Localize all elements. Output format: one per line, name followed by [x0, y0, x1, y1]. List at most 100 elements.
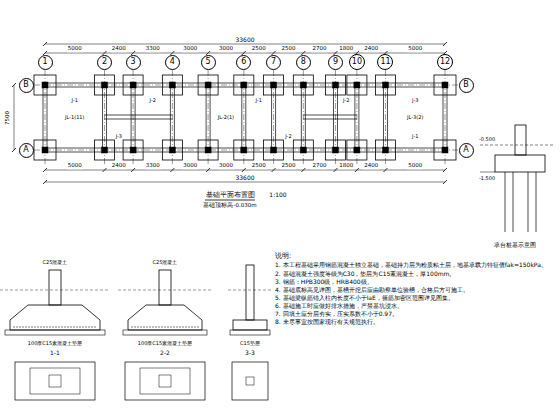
dimension-text: 2500	[280, 163, 296, 169]
axis-number: 3	[131, 58, 136, 66]
ground-line	[228, 290, 272, 291]
footing-pad	[264, 75, 284, 95]
axis-bubble: 8	[296, 55, 311, 70]
column	[49, 270, 61, 305]
footing-plan	[15, 362, 95, 400]
axis-number: 6	[241, 58, 246, 66]
footing-pad	[198, 75, 218, 95]
column	[246, 265, 254, 320]
column	[169, 82, 175, 88]
dimension-text: 2500	[280, 46, 296, 52]
dimension-text: 3000	[218, 163, 234, 169]
member-tag: JL-3(2)	[406, 115, 424, 120]
rebar	[13, 327, 97, 328]
cushion-layer	[5, 330, 105, 335]
dim-tick	[12, 148, 16, 152]
title-underline	[205, 200, 255, 201]
dimension-line	[45, 44, 445, 45]
foundation-beam	[105, 115, 173, 116]
column	[300, 82, 306, 88]
foundation-beam	[105, 119, 173, 120]
note-line: 5. 基础梁纵筋锚入柱内长度不小于laE，箍筋加密区范围详见图集。	[275, 294, 553, 302]
section-note: C25混凝土	[42, 260, 69, 265]
dimension-line	[45, 182, 445, 183]
axis-bubble: A	[459, 143, 474, 158]
axis-bubble: 10	[349, 54, 365, 70]
footing-pad	[198, 140, 218, 160]
axis-number: 2	[102, 58, 107, 66]
footing-pad	[375, 75, 395, 95]
note-line: 7. 回填土应分层夯实，压实系数不小于0.97。	[275, 310, 553, 318]
note-line: 1. 本工程基础采用钢筋混凝土独立基础，基础持力层为粉质粘土层，地基承载力特征值…	[275, 261, 553, 269]
column	[205, 147, 211, 153]
dimension-line	[45, 170, 445, 171]
column	[300, 147, 306, 153]
section-note: 3-3	[244, 350, 256, 356]
drawing-title: 基础顶标高-0.030m	[202, 203, 257, 209]
note-line: 2. 基础混凝土强度等级为C30，垫层为C15素混凝土，厚100mm。	[275, 270, 553, 278]
dimension-text: 2700	[311, 46, 327, 52]
column	[271, 147, 277, 153]
member-tag: J-1	[255, 98, 263, 103]
column	[205, 82, 211, 88]
footing-pad	[434, 140, 456, 160]
column	[241, 82, 247, 88]
footing-pad	[234, 75, 254, 95]
dimension-text: 33600	[234, 37, 255, 43]
footing-pad	[34, 75, 56, 95]
footing-section	[10, 305, 100, 330]
axis-bubble: 3	[126, 55, 141, 70]
dim-tick	[443, 180, 447, 184]
dimension-text: 2500	[251, 163, 267, 169]
member-tag: J-3	[411, 98, 419, 103]
axis-number: 7	[271, 58, 276, 66]
elevation-text: -1.500	[478, 176, 496, 181]
column	[49, 375, 61, 387]
dimension-text: 5000	[67, 46, 83, 52]
footing-pad	[162, 75, 182, 95]
dimension-text: 3300	[145, 46, 161, 52]
axis-bubble: 11	[377, 54, 393, 70]
footing-plan	[30, 368, 80, 394]
column	[354, 147, 360, 153]
note-line: 8. 未尽事宜按国家现行有关规范执行。	[275, 318, 553, 326]
foundation-beam	[303, 119, 357, 120]
column	[332, 82, 338, 88]
dimension-text: 3300	[145, 163, 161, 169]
column	[169, 147, 175, 153]
footing-pad	[234, 140, 254, 160]
pile-cap	[495, 155, 545, 172]
section-note: 1-1	[49, 350, 61, 356]
dimension-text: 2400	[363, 46, 379, 52]
dimension-text: 5000	[67, 163, 83, 169]
footing-pad	[123, 75, 143, 95]
column	[271, 82, 277, 88]
rebar	[131, 327, 199, 328]
axis-bubble: 5	[201, 55, 216, 70]
footing-pad	[123, 140, 143, 160]
axis-bubble: 1	[38, 55, 53, 70]
footing-pad	[325, 140, 345, 160]
footing-pad	[95, 75, 115, 95]
elevation-text: -0.500	[478, 137, 496, 142]
dimension-text: 2500	[251, 46, 267, 52]
column	[42, 82, 48, 88]
dimension-text: 1800	[338, 46, 354, 52]
column	[42, 147, 48, 153]
dim-tick	[43, 180, 47, 184]
section-note: C25混凝土	[152, 260, 179, 265]
column	[354, 82, 360, 88]
note-line: 4. 基础底标高见详图，基槽开挖后应由勘察单位验槽，合格后方可施工。	[275, 286, 553, 294]
axis-number: 8	[301, 58, 306, 66]
column	[332, 147, 338, 153]
axis-number: 5	[206, 58, 211, 66]
ground-line	[0, 290, 110, 291]
axis-bubble: 12	[437, 54, 453, 70]
member-tag: JL-2(1)	[217, 115, 235, 120]
footing-plan	[140, 368, 190, 394]
footing-pad	[293, 75, 313, 95]
footing-section	[233, 320, 267, 330]
section-note: 100厚C15素混凝土垫层	[137, 341, 193, 346]
dimension-text: 3000	[218, 46, 234, 52]
